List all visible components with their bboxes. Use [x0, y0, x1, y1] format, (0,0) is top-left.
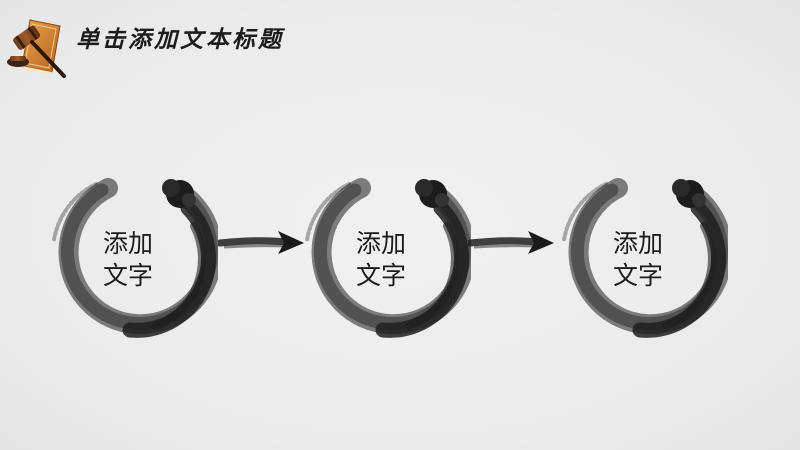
step-text[interactable]: 添加文字 — [355, 229, 406, 290]
step-label: 添加文字 — [291, 170, 471, 350]
step-label: 添加文字 — [548, 170, 728, 350]
ink-ring-icon — [305, 178, 471, 338]
step-circle-1[interactable]: 添加文字 — [38, 170, 218, 350]
ink-ring-icon — [52, 178, 218, 338]
step-circle-2[interactable]: 添加文字 — [291, 170, 471, 350]
brush-arrow-right-icon — [468, 231, 554, 254]
step-text[interactable]: 添加文字 — [612, 229, 663, 290]
brush-arrow-right-icon — [218, 231, 304, 254]
step-circle-3[interactable]: 添加文字 — [548, 170, 728, 350]
slide-title[interactable]: 单击添加文本标题 — [76, 26, 284, 53]
ink-ring-icon — [562, 178, 728, 338]
step-label: 添加文字 — [38, 170, 218, 350]
gavel-on-book-icon — [7, 19, 66, 78]
step-text[interactable]: 添加文字 — [102, 229, 153, 290]
